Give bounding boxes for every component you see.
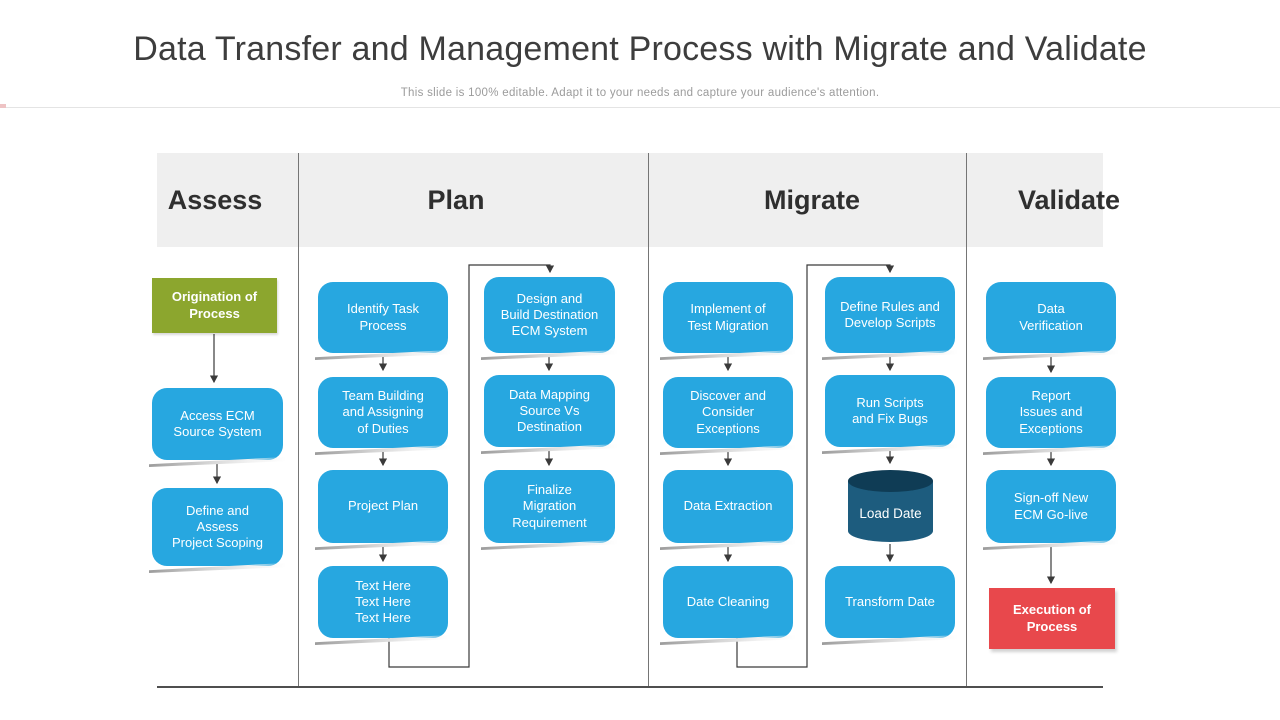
column-header-migrate: Migrate — [763, 185, 861, 215]
lane-divider-3 — [966, 153, 967, 687]
node-run-scripts-and-fix-bugs: Run Scripts and Fix Bugs — [825, 375, 955, 447]
node-execution-of-process: Execution of Process — [989, 588, 1115, 649]
node-team-building-and-assigning-of-duties: Team Building and Assigning of Duties — [318, 377, 448, 448]
slide-subtitle: This slide is 100% editable. Adapt it to… — [400, 87, 880, 99]
node-identify-task-process: Identify Task Process — [318, 282, 448, 353]
diagram-bottom-line — [157, 686, 1103, 688]
column-header-plan: Plan — [427, 185, 485, 215]
node-sign-off-new-ecm-go-live: Sign-off New ECM Go-live — [986, 470, 1116, 543]
node-access-ecm-source-system: Access ECM Source System — [152, 388, 283, 460]
node-text-here-placeholder: Text Here Text Here Text Here — [318, 566, 448, 638]
node-data-extraction: Data Extraction — [663, 470, 793, 543]
header-divider-line — [0, 107, 1280, 108]
left-edge-accent — [0, 104, 6, 108]
node-transform-date: Transform Date — [825, 566, 955, 638]
node-design-and-build-destination-ecm-system: Design and Build Destination ECM System — [484, 277, 615, 353]
node-define-and-assess-project-scoping: Define and Assess Project Scoping — [152, 488, 283, 566]
column-header-assess: Assess — [167, 185, 263, 215]
node-project-plan: Project Plan — [318, 470, 448, 543]
node-date-cleaning: Date Cleaning — [663, 566, 793, 638]
slide-title: Data Transfer and Management Process wit… — [133, 30, 1147, 68]
node-finalize-migration-requirement: Finalize Migration Requirement — [484, 470, 615, 543]
node-load-date-label: Load Date — [859, 505, 922, 521]
node-discover-and-consider-exceptions: Discover and Consider Exceptions — [663, 377, 793, 448]
column-header-validate: Validate — [1017, 185, 1121, 215]
node-data-verification: Data Verification — [986, 282, 1116, 353]
lane-divider-2 — [648, 153, 649, 687]
swimlane-header-band — [157, 153, 1103, 247]
database-cylinder-icon — [848, 470, 933, 542]
node-report-issues-and-exceptions: Report Issues and Exceptions — [986, 377, 1116, 448]
node-load-date-database: Load Date — [848, 470, 933, 542]
node-implement-of-test-migration: Implement of Test Migration — [663, 282, 793, 353]
lane-divider-1 — [298, 153, 299, 687]
node-origination-of-process: Origination of Process — [152, 278, 277, 333]
node-define-rules-and-develop-scripts: Define Rules and Develop Scripts — [825, 277, 955, 353]
node-data-mapping-source-vs-destination: Data Mapping Source Vs Destination — [484, 375, 615, 447]
